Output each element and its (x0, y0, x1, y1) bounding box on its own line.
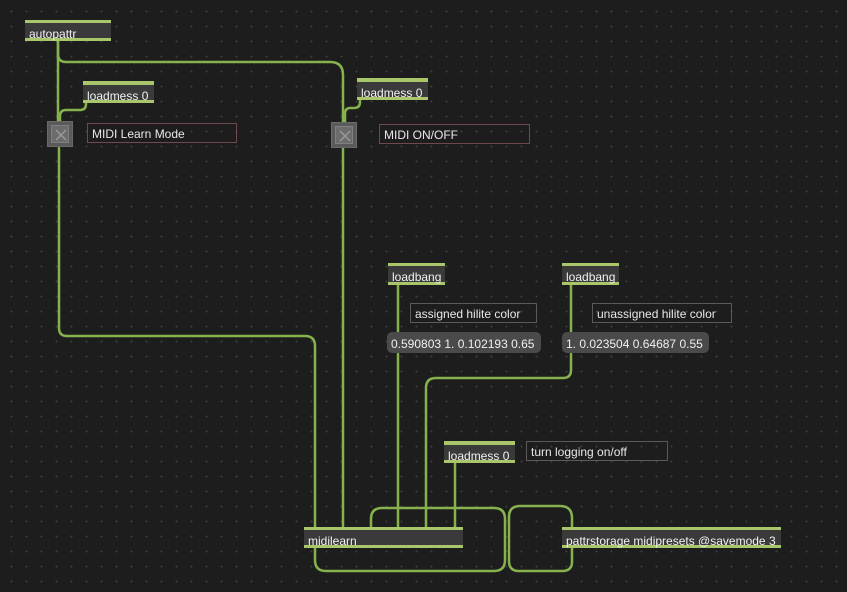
autopattr-object[interactable]: autopattr (25, 20, 111, 41)
midilearn-object[interactable]: midilearn (304, 527, 463, 548)
patchcord-msg-unassigned-to-midilearn (424, 352, 573, 529)
logging-comment-text: turn logging on/off (531, 445, 627, 459)
loadmess-learn-object[interactable]: loadmess 0 (83, 81, 154, 103)
msg-assigned-text: 0.590803 1. 0.102193 0.65 (391, 337, 535, 351)
learn-mode-toggle[interactable] (47, 121, 73, 147)
loadbang-unassigned-object[interactable]: loadbang (562, 263, 619, 285)
learn-mode-comment: MIDI Learn Mode (87, 123, 237, 143)
toggle-x-icon (339, 130, 351, 142)
patchcord-midilearn-loop (313, 506, 507, 573)
loadmess-onoff-label: loadmess 0 (361, 86, 423, 100)
loadbang-assigned-label: loadbang (392, 270, 442, 284)
assigned-comment: assigned hilite color (410, 303, 537, 323)
loadbang-unassigned-label: loadbang (566, 270, 616, 284)
patchcord-learn-toggle-to-midilearn (57, 146, 317, 529)
loadmess-logging-object[interactable]: loadmess 0 (444, 441, 515, 463)
patchcord-midilearn-pattrstorage-loop (507, 504, 574, 573)
msg-unassigned-text: 1. 0.023504 0.64687 0.55 (566, 337, 703, 351)
midi-onoff-toggle[interactable] (331, 122, 357, 148)
unassigned-comment: unassigned hilite color (592, 303, 732, 323)
patchcord-loadmess-to-onoff-toggle (343, 96, 362, 125)
pattrstorage-label: pattrstorage midipresets @savemode 3 (566, 534, 776, 548)
assigned-comment-text: assigned hilite color (415, 307, 521, 321)
autopattr-label: autopattr (29, 27, 77, 41)
loadbang-assigned-object[interactable]: loadbang (388, 263, 445, 285)
loadmess-logging-label: loadmess 0 (448, 449, 510, 463)
toggle-x-icon (55, 129, 67, 141)
onoff-comment: MIDI ON/OFF (379, 124, 530, 144)
patchcord-loadmess-to-learn-toggle (58, 98, 88, 125)
loadmess-onoff-object[interactable]: loadmess 0 (357, 78, 428, 100)
pattrstorage-object[interactable]: pattrstorage midipresets @savemode 3 (562, 527, 781, 548)
msg-unassigned-hilite[interactable]: 1. 0.023504 0.64687 0.55 (562, 332, 709, 353)
midilearn-label: midilearn (308, 534, 357, 548)
msg-assigned-hilite[interactable]: 0.590803 1. 0.102193 0.65 (387, 332, 541, 353)
unassigned-comment-text: unassigned hilite color (597, 307, 716, 321)
learn-mode-comment-text: MIDI Learn Mode (92, 127, 185, 141)
loadmess-learn-label: loadmess 0 (87, 89, 149, 103)
logging-comment: turn logging on/off (526, 441, 668, 461)
onoff-comment-text: MIDI ON/OFF (384, 128, 458, 142)
